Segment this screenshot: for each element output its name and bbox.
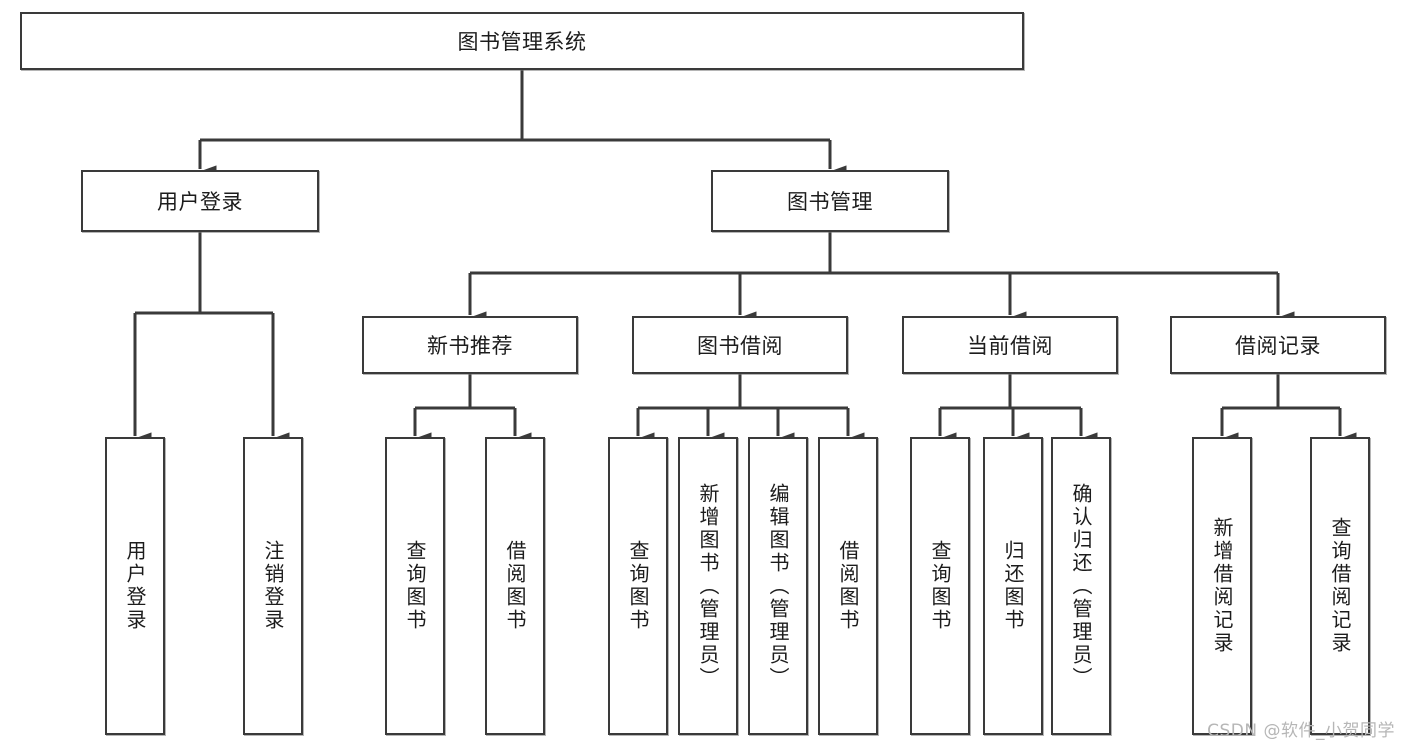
node-book-borrow[interactable]: 图书借阅 bbox=[632, 316, 848, 374]
leaf-query-book-current[interactable]: 查询图书 bbox=[910, 437, 970, 735]
leaf-query-book-rec-label: 查询图书 bbox=[403, 540, 427, 632]
leaf-return-book[interactable]: 归还图书 bbox=[983, 437, 1043, 735]
watermark-text: CSDN @软件_小贺同学 bbox=[1207, 721, 1395, 741]
leaf-borrow-book[interactable]: 借阅图书 bbox=[818, 437, 878, 735]
leaf-query-book-borrow-label: 查询图书 bbox=[626, 540, 650, 632]
node-current-borrow[interactable]: 当前借阅 bbox=[902, 316, 1118, 374]
node-root[interactable]: 图书管理系统 bbox=[20, 12, 1024, 70]
leaf-logout[interactable]: 注销登录 bbox=[243, 437, 303, 735]
leaf-user-login-label: 用户登录 bbox=[123, 540, 147, 632]
node-new-book-recommend-label: 新书推荐 bbox=[427, 334, 513, 358]
leaf-query-book-current-label: 查询图书 bbox=[928, 540, 952, 632]
leaf-edit-book-admin-label: 编辑图书（管理员） bbox=[766, 482, 790, 690]
node-user-login-label: 用户登录 bbox=[157, 190, 243, 214]
leaf-query-borrow-record-label: 查询借阅记录 bbox=[1328, 517, 1352, 655]
node-root-label: 图书管理系统 bbox=[457, 30, 587, 54]
leaf-add-book-admin[interactable]: 新增图书（管理员） bbox=[678, 437, 738, 735]
leaf-return-book-label: 归还图书 bbox=[1001, 540, 1025, 632]
leaf-borrow-book-rec[interactable]: 借阅图书 bbox=[485, 437, 545, 735]
node-book-management-label: 图书管理 bbox=[787, 190, 873, 214]
node-new-book-recommend[interactable]: 新书推荐 bbox=[362, 316, 578, 374]
leaf-query-borrow-record[interactable]: 查询借阅记录 bbox=[1310, 437, 1370, 735]
node-current-borrow-label: 当前借阅 bbox=[967, 334, 1053, 358]
node-user-login[interactable]: 用户登录 bbox=[81, 170, 319, 232]
leaf-confirm-return-admin[interactable]: 确认归还（管理员） bbox=[1051, 437, 1111, 735]
leaf-query-book-borrow[interactable]: 查询图书 bbox=[608, 437, 668, 735]
leaf-query-book-rec[interactable]: 查询图书 bbox=[385, 437, 445, 735]
leaf-add-book-admin-label: 新增图书（管理员） bbox=[696, 482, 720, 690]
node-borrow-record-label: 借阅记录 bbox=[1235, 334, 1321, 358]
leaf-logout-label: 注销登录 bbox=[261, 540, 285, 632]
node-borrow-record[interactable]: 借阅记录 bbox=[1170, 316, 1386, 374]
leaf-confirm-return-admin-label: 确认归还（管理员） bbox=[1069, 482, 1093, 690]
node-book-borrow-label: 图书借阅 bbox=[697, 334, 783, 358]
leaf-borrow-book-rec-label: 借阅图书 bbox=[503, 540, 527, 632]
leaf-borrow-book-label: 借阅图书 bbox=[836, 540, 860, 632]
leaf-add-borrow-record[interactable]: 新增借阅记录 bbox=[1192, 437, 1252, 735]
leaf-add-borrow-record-label: 新增借阅记录 bbox=[1210, 517, 1234, 655]
leaf-user-login[interactable]: 用户登录 bbox=[105, 437, 165, 735]
node-book-management[interactable]: 图书管理 bbox=[711, 170, 949, 232]
leaf-edit-book-admin[interactable]: 编辑图书（管理员） bbox=[748, 437, 808, 735]
